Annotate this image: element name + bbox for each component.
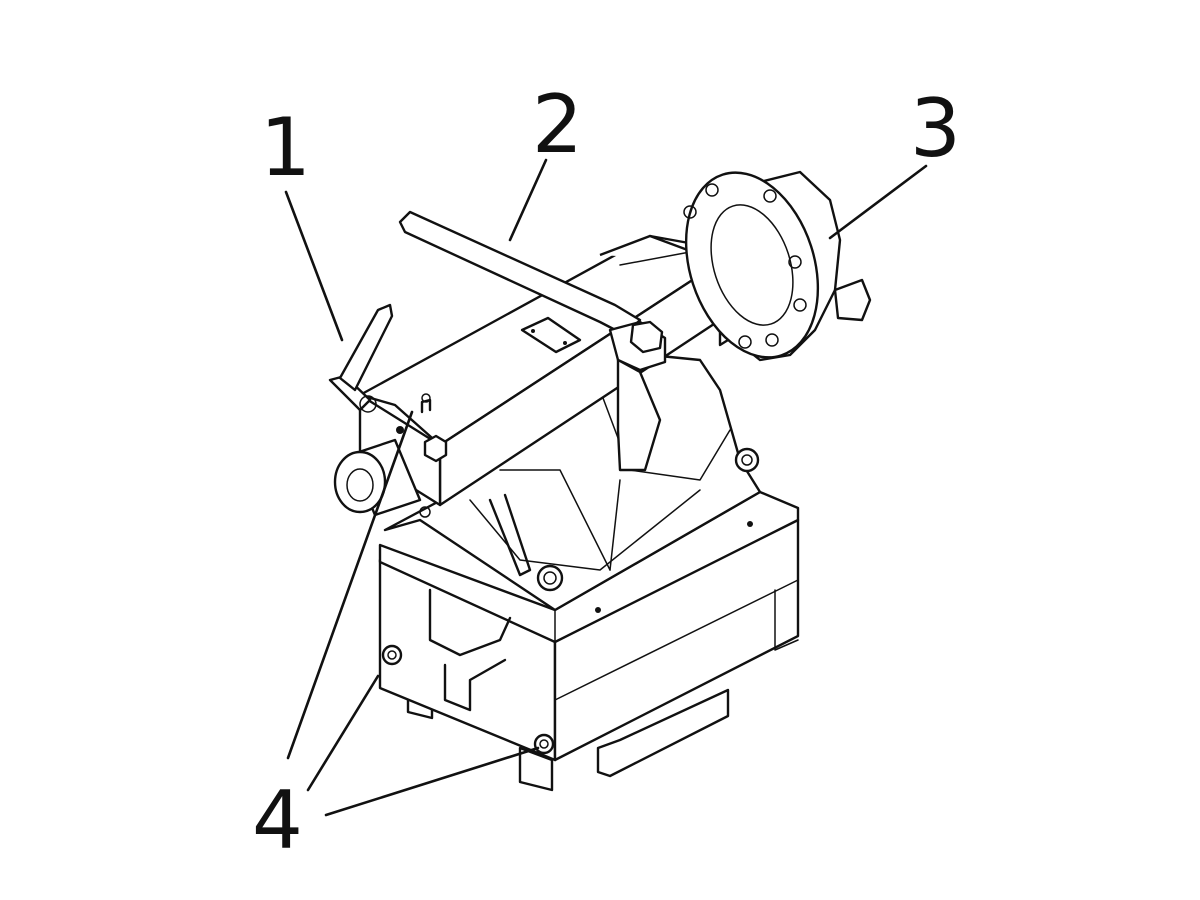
leader-3: [828, 164, 928, 240]
callout-3: 3: [910, 82, 961, 175]
upper-support: [383, 348, 762, 612]
socket-screw-front: [536, 564, 564, 592]
leader-2: [508, 158, 548, 242]
front-bushing: [333, 438, 422, 517]
screw-lower: [533, 733, 555, 755]
screw-upper: [381, 644, 403, 666]
socket-screw-rear: [734, 447, 760, 473]
callout-4: 4: [252, 774, 303, 867]
callout-1: 1: [260, 101, 311, 194]
leader-1: [284, 190, 344, 342]
clamping-lever: [328, 303, 394, 413]
leader-4c: [324, 746, 540, 817]
callout-2: 2: [532, 78, 583, 171]
leader-lines: [284, 158, 928, 817]
handle-lever: [398, 210, 667, 472]
leader-4a: [286, 410, 414, 760]
chuck-flange: [683, 170, 872, 362]
leader-4b: [306, 674, 380, 792]
